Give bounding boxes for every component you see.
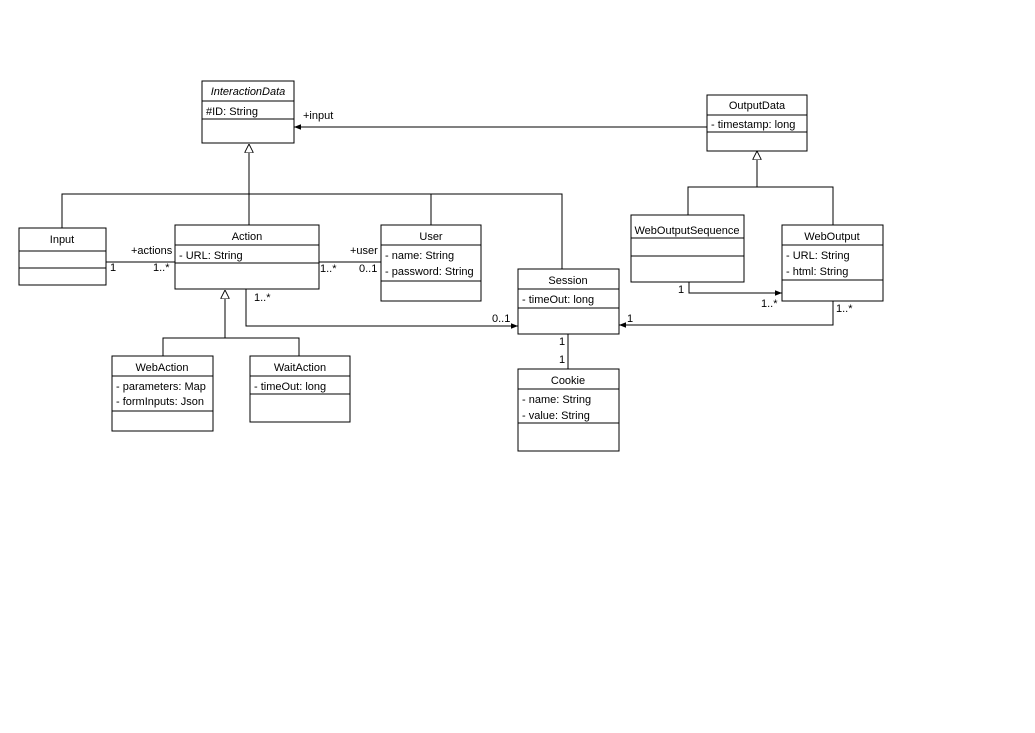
role-user: +user	[350, 245, 378, 257]
mult-actions: 1..*	[153, 262, 170, 274]
attr-waitaction-timeout: - timeOut: long	[254, 381, 326, 393]
class-name-session: Session	[548, 275, 587, 287]
class-input[interactable]: Input	[18, 227, 107, 286]
class-user[interactable]: User - name: String - password: String	[380, 224, 482, 302]
class-name-interactiondata: InteractionData	[211, 86, 286, 98]
association-action-session	[245, 289, 518, 329]
class-name-webaction: WebAction	[136, 362, 189, 374]
class-session[interactable]: Session - timeOut: long	[517, 268, 620, 335]
attr-user-password: - password: String	[385, 266, 474, 278]
attr-outputdata-timestamp: - timestamp: long	[711, 119, 795, 131]
class-name-user: User	[419, 231, 443, 243]
association-weboutput-session	[619, 301, 834, 328]
class-action[interactable]: Action - URL: String	[174, 224, 320, 290]
attr-cookie-name: - name: String	[522, 394, 591, 406]
mult-session-action: 0..1	[492, 313, 510, 325]
attr-weboutput-url: - URL: String	[786, 250, 850, 262]
mult-input: 1	[110, 262, 116, 274]
class-name-weboutput: WebOutput	[804, 231, 859, 243]
class-weboutput[interactable]: WebOutput - URL: String - html: String	[781, 224, 884, 302]
attr-interactiondata-id: #ID: String	[206, 106, 258, 118]
mult-seq: 1	[678, 284, 684, 296]
class-weboutputsequence[interactable]: WebOutputSequence	[630, 214, 745, 283]
generalization-webaction-waitaction	[162, 290, 300, 356]
class-name-input: Input	[50, 234, 74, 246]
attr-webaction-parameters: - parameters: Map	[116, 381, 206, 393]
mult-action-session: 1..*	[254, 292, 271, 304]
generalization-outputdata-bus	[687, 186, 834, 225]
mult-session-cookie-bottom: 1	[559, 354, 565, 366]
attr-cookie-value: - value: String	[522, 410, 590, 422]
attr-webaction-forminputs: - formInputs: Json	[116, 396, 204, 408]
generalization-bus	[61, 193, 563, 269]
mult-user: 0..1	[359, 263, 377, 275]
class-name-weboutputsequence: WebOutputSequence	[635, 225, 740, 237]
mult-session-weboutput: 1	[627, 313, 633, 325]
class-waitaction[interactable]: WaitAction - timeOut: long	[249, 355, 351, 423]
class-interactiondata[interactable]: InteractionData #ID: String	[201, 80, 295, 144]
association-seq-weboutput	[688, 282, 782, 296]
class-name-waitaction: WaitAction	[274, 362, 326, 374]
mult-session-cookie-top: 1	[559, 336, 565, 348]
role-actions: +actions	[131, 245, 173, 257]
mult-weboutput-session: 1..*	[836, 303, 853, 315]
attr-action-url: - URL: String	[179, 250, 243, 262]
class-outputdata[interactable]: OutputData - timestamp: long	[706, 94, 808, 152]
class-name-cookie: Cookie	[551, 375, 585, 387]
attr-user-name: - name: String	[385, 250, 454, 262]
mult-weboutput-seq: 1..*	[761, 298, 778, 310]
attr-weboutput-html: - html: String	[786, 266, 848, 278]
mult-action-user: 1..*	[320, 263, 337, 275]
attr-session-timeout: - timeOut: long	[522, 294, 594, 306]
class-cookie[interactable]: Cookie - name: String - value: String	[517, 368, 620, 452]
class-name-action: Action	[232, 231, 263, 243]
class-name-outputdata: OutputData	[729, 100, 786, 112]
role-input: +input	[303, 110, 333, 122]
class-webaction[interactable]: WebAction - parameters: Map - formInputs…	[111, 355, 214, 432]
